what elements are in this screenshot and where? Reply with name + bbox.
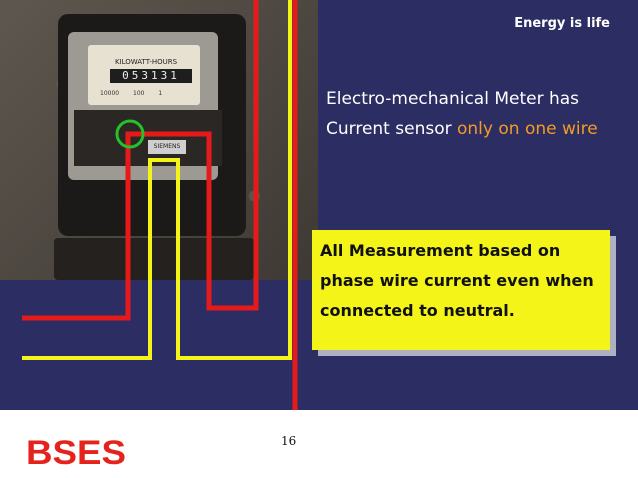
- callout-box: All Measurement based on phase wire curr…: [312, 230, 610, 350]
- phase-wire-left: [22, 0, 259, 321]
- meter-label-strip: [74, 110, 222, 166]
- wiring-overlay: [22, 0, 298, 410]
- meter-photo: KILOWATT-HOURS 053131 10000 100 1 SIEMEN…: [0, 0, 318, 280]
- meter-note: Electro-mechanical Meter has Current sen…: [326, 84, 616, 144]
- dial-scale-mark: 10000: [100, 90, 120, 97]
- page-number: 16: [281, 434, 297, 448]
- note-highlight: only on one wire: [457, 119, 598, 139]
- dial-title: KILOWATT-HOURS: [114, 58, 178, 66]
- dial-scale-mark: 100: [133, 90, 145, 97]
- slide-canvas: KILOWATT-HOURS 053131 10000 100 1 SIEMEN…: [0, 0, 638, 410]
- callout-text: All Measurement based on phase wire curr…: [320, 241, 594, 320]
- dial-digits: 053131: [110, 69, 192, 83]
- bses-logo: BSES: [26, 434, 126, 472]
- current-sensor-circle: [115, 119, 145, 149]
- note-body: Electro-mechanical Meter has Current sen…: [326, 89, 580, 139]
- dial-scale: 10000 100 1: [100, 90, 196, 97]
- tagline: Energy is life: [514, 16, 610, 31]
- bses-logo-text: BSES: [26, 434, 126, 472]
- neutral-wire-left: [22, 0, 292, 360]
- meter-terminal-block: [54, 238, 254, 280]
- meter-brand: SIEMENS: [148, 140, 186, 154]
- dial-scale-mark: 1: [158, 90, 163, 97]
